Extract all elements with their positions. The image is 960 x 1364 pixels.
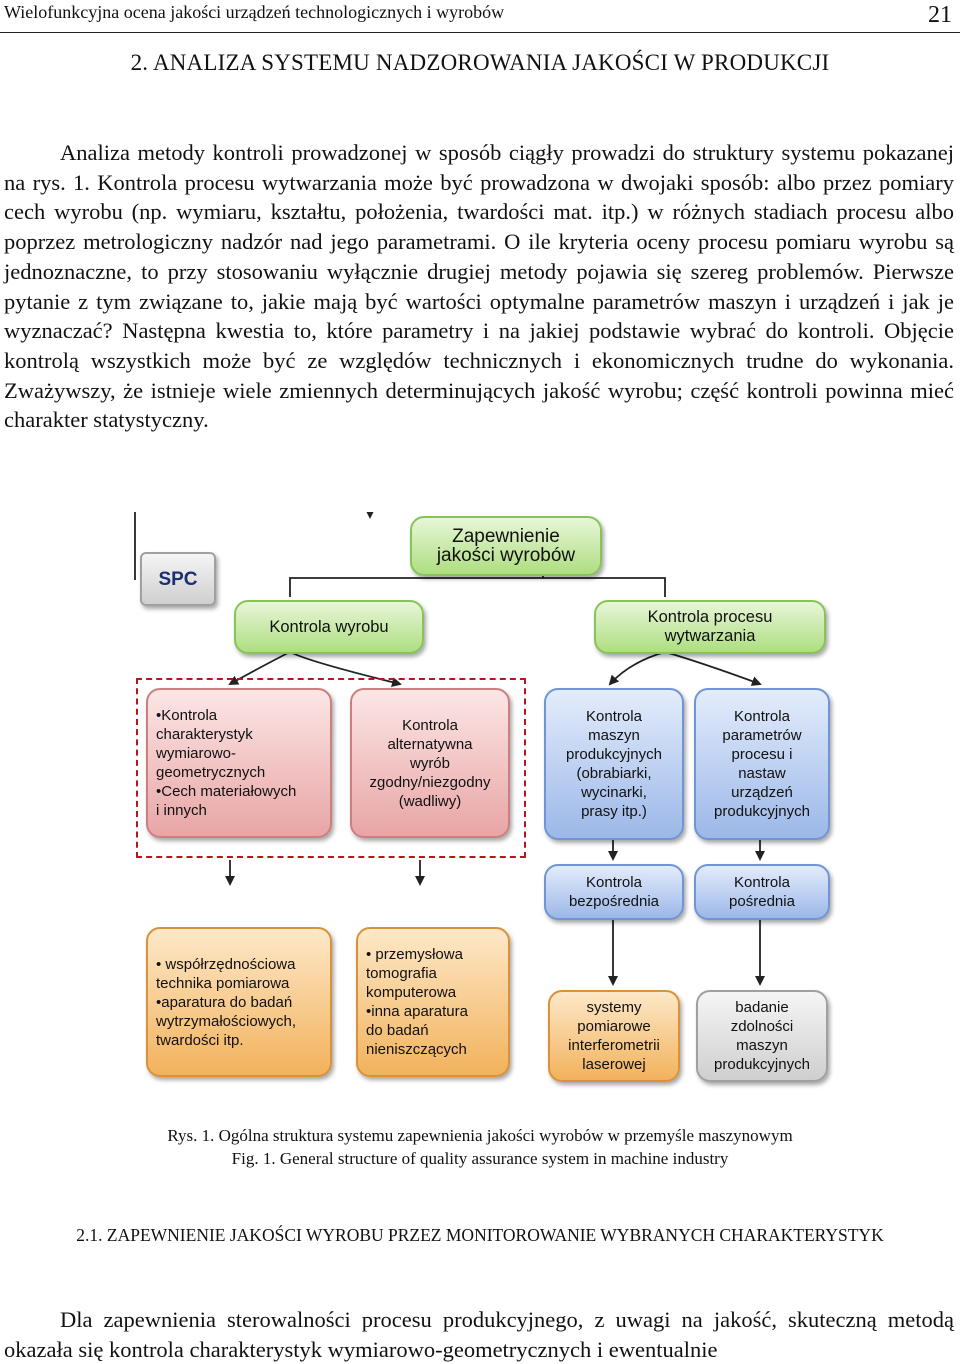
- arrow-process-to-param: [664, 651, 762, 686]
- subsection-heading: 2.1. ZAPEWNIENIE JAKOŚCI WYROBU PRZEZ MO…: [76, 1225, 884, 1245]
- alternative-control-box: Kontrola alternatywna wyrób zgodny/niezg…: [350, 688, 510, 838]
- coordinate-measurement-box: • współrzędnościowa technika pomiarowa •…: [146, 927, 332, 1077]
- figure-caption-pl: Rys. 1. Ogólna struktura systemu zapewni…: [167, 1126, 793, 1145]
- running-title: Wielofunkcyjna ocena jakości urządzeń te…: [4, 2, 505, 22]
- product-control-box: Kontrola wyrobu: [234, 600, 424, 654]
- running-header: Wielofunkcyjna ocena jakości urządzeń te…: [0, 0, 960, 34]
- quality-system-diagram: SPC Zapewnienie jakości wyrobów Kontrola…: [130, 512, 840, 1092]
- arrow-process-to-machine: [608, 651, 666, 686]
- header-rule: [0, 32, 960, 33]
- closing-paragraph: Dla zapewnienia sterowalności procesu pr…: [4, 1307, 954, 1362]
- parameter-control-box: Kontrola parametrów procesu i nastaw urz…: [694, 688, 830, 840]
- machine-control-box: Kontrola maszyn produkcyjnych (obrabiark…: [544, 688, 684, 840]
- connector-product-to-qa: [289, 574, 544, 597]
- direct-control-box: Kontrola bezpośrednia: [544, 864, 684, 920]
- capability-study-box: badanie zdolności maszyn produkcyjnych: [696, 990, 828, 1082]
- quality-assurance-box: Zapewnienie jakości wyrobów: [410, 516, 602, 576]
- dim-characteristics-box: •Kontrola charakterystyk wymiarowo- geom…: [146, 688, 332, 838]
- section-heading: 2. ANALIZA SYSTEMU NADZOROWANIA JAKOŚCI …: [130, 50, 830, 75]
- laser-systems-box: systemy pomiarowe interferometrii lasero…: [548, 990, 680, 1082]
- tomography-box: • przemysłowa tomografia komputerowa •in…: [356, 927, 510, 1077]
- intro-paragraph: Analiza metody kontroli prowadzonej w sp…: [4, 140, 954, 433]
- product-control-dashed-frame: [136, 678, 526, 858]
- arrow-spc-to-qa: [134, 512, 375, 580]
- spc-box: SPC: [140, 552, 216, 606]
- process-control-box: Kontrola procesu wytwarzania: [594, 600, 826, 654]
- page-number: 21: [928, 2, 952, 28]
- indirect-control-box: Kontrola pośrednia: [694, 864, 830, 920]
- connector-process-to-qa: [543, 577, 666, 597]
- figure-caption-en: Fig. 1. General structure of quality ass…: [231, 1149, 729, 1168]
